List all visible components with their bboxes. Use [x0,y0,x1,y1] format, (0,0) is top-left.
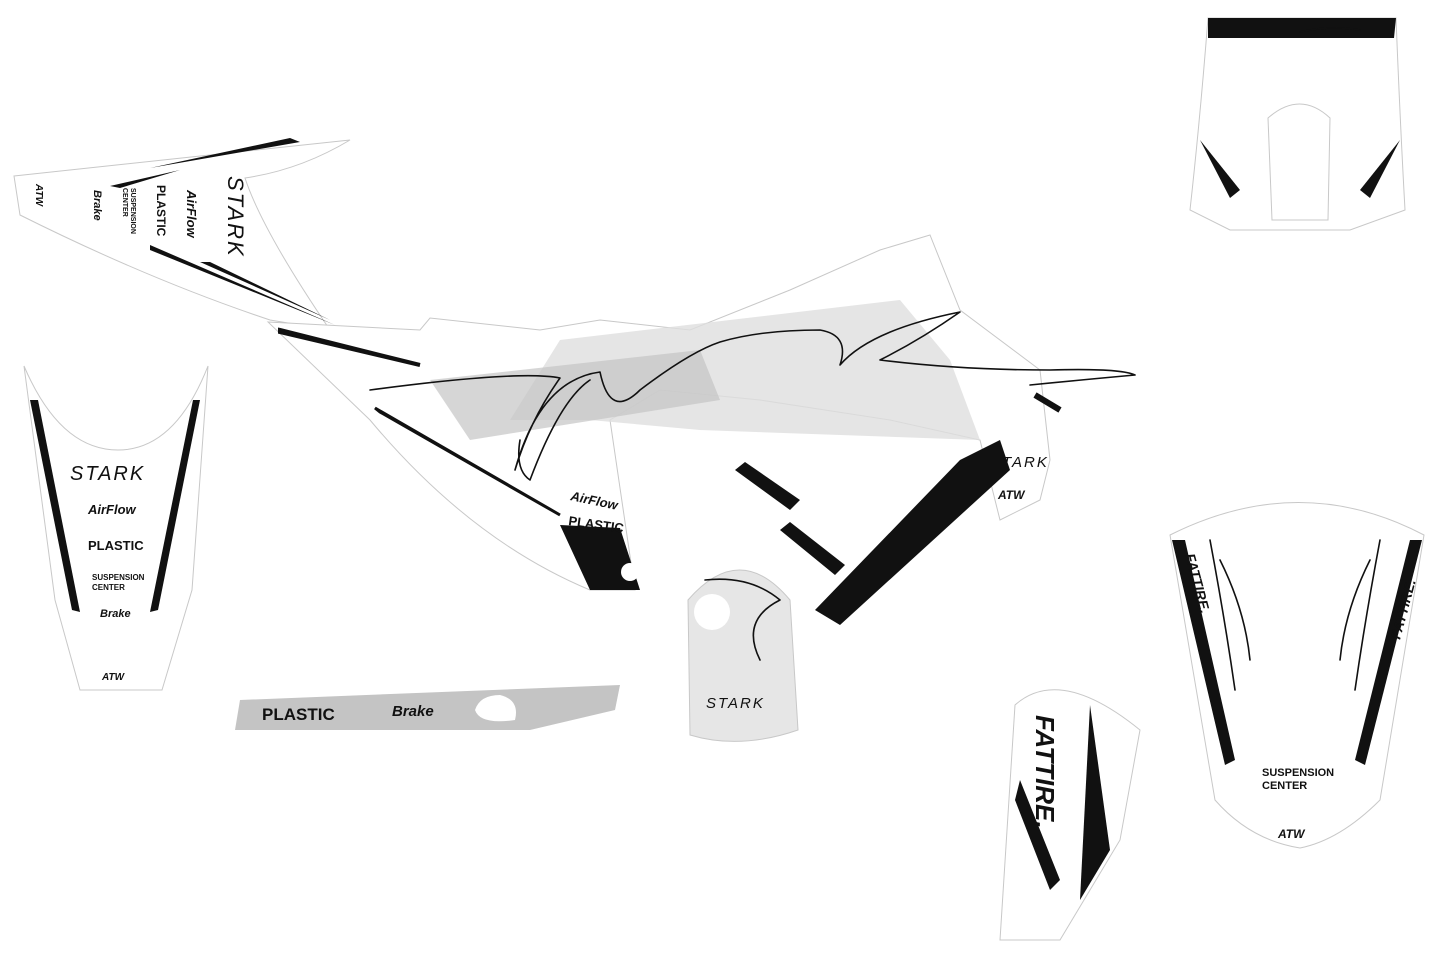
atw-logo: ATW [1277,827,1306,841]
airflow-logo: AirFlow [184,189,199,239]
plastic-logo: PLASTIC [88,538,144,553]
atw-logo: ATW [101,672,126,683]
side-panel-decal: AirFlow PLASTIC STARK ATW [266,234,1136,625]
stark-logo: STARK [70,463,145,485]
rear-fender-side-decal: STARK AirFlow PLASTIC SUSPENSION CENTER … [13,138,351,331]
suspension-logo-line1: SUSPENSION [1262,767,1334,779]
suspension-logo-line1: SUSPENSION [129,188,136,234]
fattire-logo: FATTIRE. [1030,715,1060,829]
suspension-logo-line2: CENTER [1262,780,1307,792]
atw-logo: ATW [33,183,44,208]
plastic-logo: PLASTIC [262,705,335,724]
fork-guard-decal: FATTIRE. [999,689,1141,941]
swingarm-decal: PLASTIC Brake [235,685,620,730]
brake-logo: Brake [100,608,131,620]
suspension-logo-line1: SUSPENSION [92,573,145,582]
plastic-logo: PLASTIC [154,185,168,237]
front-fender-decal: FATTIRE. FATTIRE. SUSPENSION CENTER ATW [1169,502,1425,849]
brake-logo: Brake [91,190,103,221]
headlight-plate-decal [1189,17,1406,231]
brake-logo: Brake [392,703,434,720]
airflow-logo: AirFlow [87,502,137,517]
suspension-logo-line2: CENTER [121,188,128,217]
stark-logo: STARK [223,176,248,258]
stark-logo: STARK [706,695,765,712]
suspension-logo-line2: CENTER [92,583,125,592]
atw-logo: ATW [997,488,1026,502]
number-plate-decal: STARK [687,569,799,742]
rear-fender-decal: STARK AirFlow PLASTIC SUSPENSION CENTER … [23,365,209,691]
